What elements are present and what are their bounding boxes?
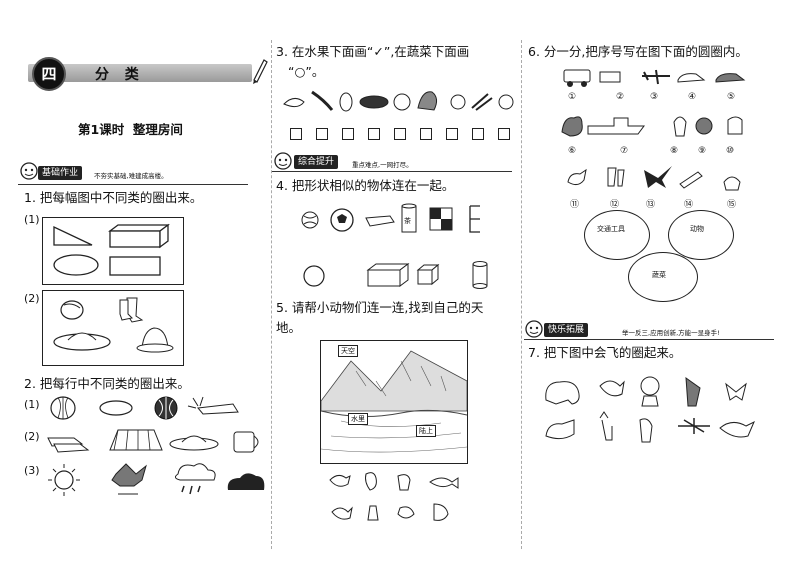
q6-num-7: ⑦: [620, 146, 629, 156]
q6-num-5: ⑤: [727, 92, 736, 102]
mascot-icon-2: [274, 152, 292, 170]
q6-num-2: ②: [616, 92, 625, 102]
q1-clothes-2: [53, 297, 174, 353]
q2-row-3: [48, 463, 265, 496]
q2-part3: (3): [24, 464, 40, 477]
section-tag-basic: 基础作业: [38, 166, 83, 180]
section-tag-comprehensive: 综合提升: [294, 155, 339, 169]
q7-text: 7. 把下图中会飞的圈起来。: [528, 345, 682, 360]
q6-group-vegetables-label: 蔬菜: [652, 271, 666, 279]
q2-row-1: [50, 396, 239, 420]
q6-row2-pictures: [561, 116, 743, 137]
q6-row3-pictures: [567, 166, 741, 191]
fun-motto: 举一反三,应用创新,方能一显身手!: [622, 329, 720, 337]
comprehensive-motto: 重点难点,一网打尽。: [352, 161, 413, 169]
q6-num-4: ④: [688, 92, 697, 102]
q6-num-3: ③: [650, 92, 659, 102]
q1-part2: (2): [24, 292, 40, 305]
q1-shapes-1: [53, 223, 170, 276]
pencil-icon: [253, 59, 268, 84]
q2-part2: (2): [24, 430, 40, 443]
q5-line1: 5. 请帮小动物们连一连,找到自己的天: [276, 300, 484, 315]
q6-num-13: ⑬: [646, 200, 656, 210]
q5-line2: 地。: [276, 320, 302, 335]
q1-text: 1. 把每幅图中不同类的圈出来。: [24, 190, 203, 205]
q6-num-9: ⑨: [698, 146, 707, 156]
q5-place-sky: 天空: [338, 345, 358, 357]
q6-num-10: ⑩: [726, 146, 735, 156]
q4-can-label: 茶: [404, 217, 411, 225]
unit-number-badge: 四: [32, 57, 66, 91]
q5-place-water: 水里: [348, 413, 368, 425]
q2-text: 2. 把每行中不同类的圈出来。: [24, 376, 190, 391]
q6-num-8: ⑧: [670, 146, 679, 156]
q6-group-animals-label: 动物: [690, 225, 704, 233]
q3-answer-boxes[interactable]: [290, 125, 524, 144]
q6-num-6: ⑥: [568, 146, 577, 156]
q6-num-15: ⑮: [727, 200, 737, 210]
lesson-title: 第1课时 整理房间: [78, 122, 183, 137]
q6-num-1: ①: [568, 92, 577, 102]
q6-group-transport-label: 交通工具: [597, 225, 625, 233]
section-tag-fun: 快乐拓展: [544, 323, 589, 337]
q1-frame-1: [42, 217, 184, 285]
q6-group-vegetables[interactable]: [628, 252, 698, 302]
unit-number: 四: [41, 65, 57, 83]
q5-place-land: 陆上: [416, 425, 436, 437]
q3-line1: 3. 在水果下面画“✓”,在蔬菜下面画: [276, 44, 470, 59]
q7-animals: [545, 376, 755, 443]
q6-num-11: ⑪: [570, 200, 580, 210]
mascot-icon-3: [525, 320, 543, 338]
basic-motto: 不夯实基础,难建成高楼。: [94, 172, 168, 180]
mascot-icon: [20, 162, 38, 180]
q6-num-14: ⑭: [684, 200, 694, 210]
q1-frame-2: [42, 290, 184, 366]
q6-group-animals[interactable]: [668, 210, 734, 260]
q6-num-12: ⑫: [610, 200, 620, 210]
q4-objects-top: [301, 203, 480, 233]
q3-line2: “○”。: [288, 64, 325, 79]
q6-group-transport[interactable]: [584, 210, 650, 260]
q2-row-2: [47, 429, 259, 453]
q2-part1: (1): [24, 398, 40, 411]
q1-part1: (1): [24, 213, 40, 226]
unit-header: [28, 64, 252, 82]
q6-text: 6. 分一分,把序号写在图下面的圆圈内。: [528, 44, 748, 59]
q4-shapes-bottom: [303, 261, 488, 289]
q5-scene: [320, 340, 468, 464]
q5-animals: [329, 472, 459, 521]
q3-produce: [283, 90, 514, 112]
unit-title: 分 类: [95, 67, 141, 83]
q4-text: 4. 把形状相似的物体连在一起。: [276, 178, 455, 193]
q6-row1-pictures: [563, 69, 746, 87]
